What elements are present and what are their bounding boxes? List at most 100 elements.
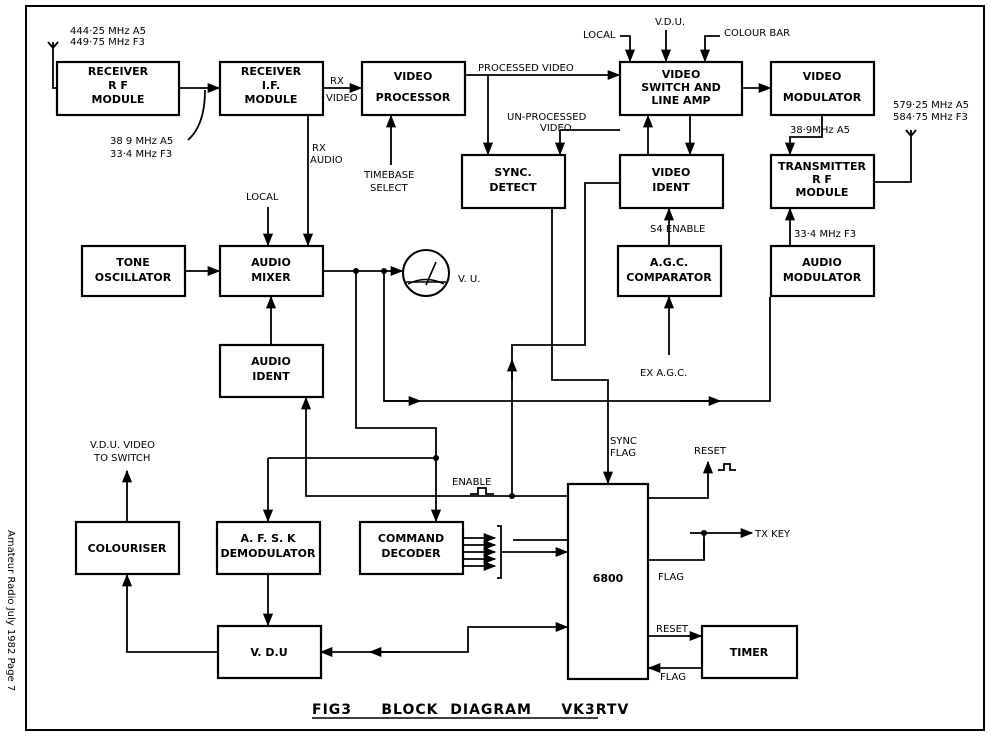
video-switch-line3: LINE AMP: [651, 94, 710, 107]
timer: TIMER: [700, 624, 799, 680]
tx-freq-line1: 579·25 MHz A5: [893, 100, 969, 111]
if-freq-line2: 33·4 MHz F3: [110, 149, 172, 160]
rx-video-label-line1: RX: [330, 76, 344, 87]
enable-label: ENABLE: [452, 477, 491, 488]
video-modulator-line1: VIDEO: [803, 70, 842, 83]
rx-freq-line2: 449·75 MHz F3: [70, 37, 145, 48]
audio-mixer-line1: AUDIO: [251, 256, 291, 269]
sync-detect-line2: DETECT: [489, 181, 537, 194]
command-decoder-line1: COMMAND: [378, 532, 444, 545]
receiver-rf-module-line1: RECEIVER: [88, 65, 149, 78]
rx-antenna-icon: [47, 41, 59, 89]
agc-comparator-line1: A.G.C.: [650, 256, 688, 269]
command-decoder-line2: DECODER: [381, 547, 441, 560]
video-switch-line1: VIDEO: [662, 68, 701, 81]
video-ident: VIDEO IDENT: [618, 153, 725, 210]
colouriser-label: COLOURISER: [88, 542, 167, 555]
transmitter-rf-module: TRANSMITTER R F MODULE: [769, 153, 876, 210]
vu-label: V. U.: [458, 274, 480, 285]
video-processor-line1: VIDEO: [394, 70, 433, 83]
tone-oscillator-line1: TONE: [116, 256, 150, 269]
audio-ident: AUDIO IDENT: [218, 343, 325, 399]
if-38-9-label: 38·9MHz A5: [790, 125, 850, 136]
mhz-33-4-label: 33·4 MHz F3: [794, 229, 856, 240]
agc-comparator: A.G.C. COMPARATOR: [616, 244, 723, 298]
unprocessed-video-line2: VIDEO: [540, 123, 572, 134]
video-ident-line1: VIDEO: [652, 166, 691, 179]
vdu-label: V. D.U: [250, 646, 287, 659]
vdu: V. D.U: [216, 624, 323, 680]
audio-mixer: AUDIO MIXER: [218, 244, 325, 298]
reset-timer-label: RESET: [656, 624, 689, 635]
timebase-select-line1: TIMEBASE: [363, 170, 414, 181]
page-frame: [25, 5, 985, 731]
rx-audio-label-line1: RX: [312, 143, 326, 154]
video-ident-line2: IDENT: [652, 181, 690, 194]
cpu-6800-label: 6800: [593, 572, 624, 585]
cpu-6800: 6800: [566, 482, 650, 681]
local-mixer-label: LOCAL: [246, 192, 279, 203]
side-caption: Amateur Radio July 1982 Page 7: [5, 530, 16, 691]
receiver-if-module-line2: I.F.: [262, 79, 280, 92]
tx-key-label: TX KEY: [754, 529, 791, 540]
colouriser: COLOURISER: [74, 520, 181, 576]
rx-freq-line1: 444·25 MHz A5: [70, 26, 146, 37]
timebase-select-line2: SELECT: [370, 183, 409, 194]
tone-oscillator-line2: OSCILLATOR: [95, 271, 172, 284]
audio-modulator: AUDIO MODULATOR: [769, 244, 876, 298]
afsk-demodulator-line1: A. F. S. K: [240, 532, 296, 545]
sync-detect-line1: SYNC.: [494, 166, 531, 179]
signal-wires: [121, 30, 823, 674]
vdu-video-line1: V.D.U. VIDEO: [90, 440, 155, 451]
tx-rf-line1: TRANSMITTER: [778, 160, 866, 173]
receiver-rf-module: RECEIVER R F MODULE: [55, 60, 181, 117]
video-processor: VIDEO PROCESSOR: [360, 60, 467, 117]
flag-label-1: FLAG: [658, 572, 684, 583]
afsk-demodulator: A. F. S. K DEMODULATOR: [215, 520, 322, 576]
audio-modulator-line1: AUDIO: [802, 256, 842, 269]
flag-timer-label: FLAG: [660, 672, 686, 683]
video-switch-line2: SWITCH AND: [641, 81, 721, 94]
afsk-demodulator-line2: DEMODULATOR: [221, 547, 317, 560]
timer-label: TIMER: [730, 646, 769, 659]
ex-agc-label: EX A.G.C.: [640, 368, 687, 379]
video-switch-line-amp: VIDEO SWITCH AND LINE AMP: [618, 60, 744, 117]
audio-modulator-line2: MODULATOR: [783, 271, 862, 284]
audio-ident-line2: IDENT: [252, 370, 290, 383]
receiver-rf-module-line3: MODULE: [92, 93, 145, 106]
vu-meter-icon: [402, 249, 450, 297]
s4-enable-label: S4 ENABLE: [650, 224, 705, 235]
tx-rf-line2: R F: [812, 173, 832, 186]
vdu-video-line2: TO SWITCH: [93, 453, 150, 464]
sync-flag-line1: SYNC: [610, 436, 637, 447]
command-decoder: COMMAND DECODER: [358, 520, 465, 576]
tx-rf-line3: MODULE: [796, 186, 849, 199]
reset-top-label: RESET: [694, 446, 727, 457]
processed-video-label: PROCESSED VIDEO: [478, 63, 574, 74]
tx-antenna-icon: [874, 129, 917, 183]
receiver-if-module-line1: RECEIVER: [241, 65, 302, 78]
sync-flag-line2: FLAG: [610, 448, 636, 459]
figure-caption: FIG3 BLOCK DIAGRAM VK3RTV: [312, 702, 629, 718]
if-freq-line1: 38 9 MHz A5: [110, 136, 173, 147]
video-processor-line2: PROCESSOR: [376, 91, 451, 104]
diagram-labels: 444·25 MHz A5 449·75 MHz F3 38 9 MHz A5 …: [70, 17, 969, 719]
receiver-rf-module-line2: R F: [108, 79, 128, 92]
audio-mixer-line2: MIXER: [251, 271, 291, 284]
tone-oscillator: TONE OSCILLATOR: [80, 244, 187, 298]
local-top-label: LOCAL: [583, 30, 616, 41]
unprocessed-video-line1: UN-PROCESSED: [507, 112, 587, 123]
video-modulator-line2: MODULATOR: [783, 91, 862, 104]
receiver-if-module-line3: MODULE: [245, 93, 298, 106]
sync-detect: SYNC. DETECT: [460, 153, 567, 210]
rx-audio-label-line2: AUDIO: [310, 155, 343, 166]
video-modulator: VIDEO MODULATOR: [769, 60, 876, 117]
tx-freq-line2: 584·75 MHz F3: [893, 112, 968, 123]
receiver-if-module: RECEIVER I.F. MODULE: [218, 60, 325, 117]
agc-comparator-line2: COMPARATOR: [626, 271, 712, 284]
rx-video-label-line2: VIDEO: [326, 93, 358, 104]
vdu-top-label: V.D.U.: [655, 17, 685, 28]
audio-ident-line1: AUDIO: [251, 355, 291, 368]
colour-bar-label: COLOUR BAR: [724, 28, 790, 39]
